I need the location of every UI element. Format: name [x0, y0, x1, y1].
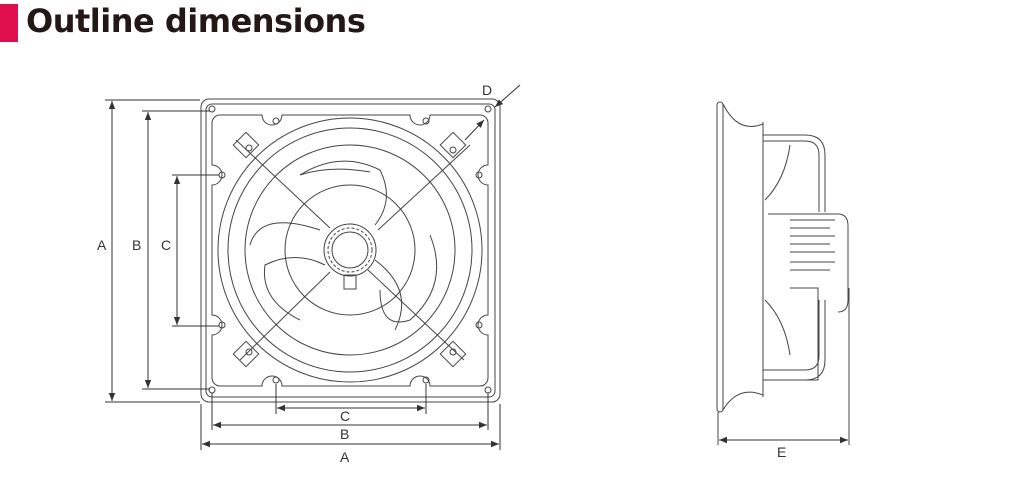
title-accent-bar: [0, 4, 18, 42]
dim-label-b-horizontal: B: [340, 426, 349, 442]
dim-label-c-vertical: C: [161, 237, 171, 253]
dim-label-a-horizontal: A: [340, 449, 350, 465]
dimension-lines: [105, 84, 521, 450]
dim-label-e: E: [777, 444, 786, 460]
page-title: Outline dimensions: [26, 2, 366, 40]
dim-label-c-horizontal: C: [340, 408, 350, 424]
dim-label-d: D: [482, 82, 492, 98]
front-view: [200, 98, 501, 403]
dim-label-a-vertical: A: [97, 237, 107, 253]
side-view: [716, 101, 850, 445]
dim-label-b-vertical: B: [132, 237, 141, 253]
